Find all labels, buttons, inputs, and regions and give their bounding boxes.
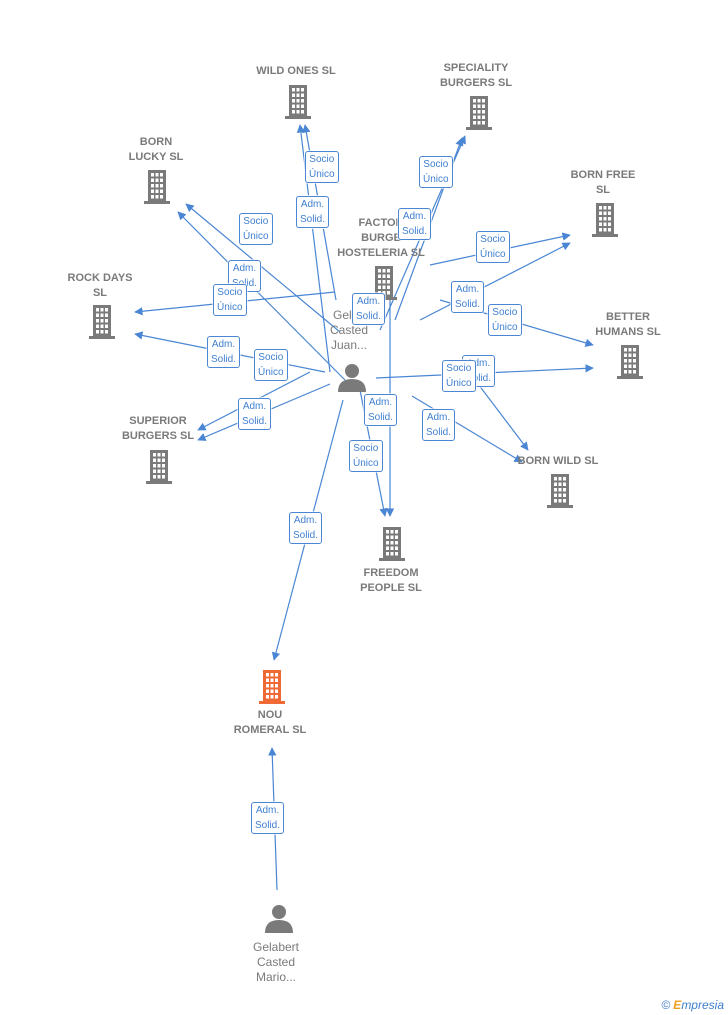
edge-label: Adm. Solid. — [251, 802, 285, 834]
person-icon — [338, 364, 366, 392]
copyright-symbol: © — [661, 998, 671, 1012]
company-name-nou-romeral[interactable]: NOU ROMERAL SL — [233, 709, 307, 736]
company-name-factory[interactable]: FACTOR BURGE HOSTELERIA SL — [337, 217, 425, 259]
edge-label: Socio Único — [239, 213, 273, 245]
edge-line-7 — [419, 242, 571, 321]
edge-label: Adm. Solid. — [289, 512, 323, 544]
building-icon — [146, 450, 172, 484]
edge-label: Socio Único — [213, 284, 247, 316]
edge-label: Adm. Solid. — [398, 208, 432, 240]
edge-label: Socio Único — [419, 156, 453, 188]
building-icon — [617, 345, 643, 379]
building-icon — [89, 305, 115, 339]
edge-label: Socio Único — [476, 231, 510, 263]
edge-label: Adm. Solid. — [364, 394, 398, 426]
edge-line-15 — [411, 395, 523, 463]
edge-label: Adm. Solid. — [352, 293, 386, 325]
edge-label: Adm. Solid. — [296, 196, 330, 228]
person-icon — [265, 905, 293, 933]
building-icon — [259, 670, 285, 704]
building-icon — [144, 170, 170, 204]
brand-name: mpresia — [681, 998, 724, 1012]
edge-line-5 — [177, 211, 346, 381]
brand-initial: E — [673, 998, 682, 1012]
building-icon — [285, 85, 311, 119]
building-icon — [466, 96, 492, 130]
edge-label: Socio Único — [349, 440, 383, 472]
company-name-born-lucky[interactable]: BORN LUCKY SL — [128, 136, 184, 163]
building-icon — [547, 474, 573, 508]
brand-logo: ©Empresia — [661, 998, 724, 1012]
company-name-freedom[interactable]: FREEDOM PEOPLE SL — [360, 567, 422, 594]
edge-label: Adm. Solid. — [451, 281, 485, 313]
edge-label: Adm. Solid. — [422, 409, 456, 441]
edge-line-4 — [185, 203, 341, 333]
company-name-born-free[interactable]: BORN FREE SL — [570, 169, 636, 196]
edge-label: Socio Único — [488, 304, 522, 336]
edge-label: Adm. Solid. — [207, 336, 241, 368]
company-name-wild-ones[interactable]: WILD ONES SL — [256, 65, 336, 77]
edge-label: Adm. Solid. — [238, 398, 272, 430]
person-name-mario[interactable]: Gelabert Casted Mario... — [252, 940, 300, 984]
company-name-better-humans[interactable]: BETTER HUMANS SL — [595, 311, 661, 338]
company-name-rock-days[interactable]: ROCK DAYS SL — [67, 272, 133, 299]
edge-label: Socio Único — [442, 360, 476, 392]
nodes — [89, 85, 643, 933]
building-icon — [379, 527, 405, 561]
company-name-born-wild[interactable]: BORN WILD SL — [517, 455, 599, 467]
company-name-speciality[interactable]: SPECIALITY BURGERS SL — [439, 62, 513, 89]
company-name-superior[interactable]: SUPERIOR BURGERS SL — [121, 415, 195, 442]
edge-label: Socio Único — [254, 349, 288, 381]
building-icon — [592, 203, 618, 237]
edge-label: Socio Único — [305, 151, 339, 183]
